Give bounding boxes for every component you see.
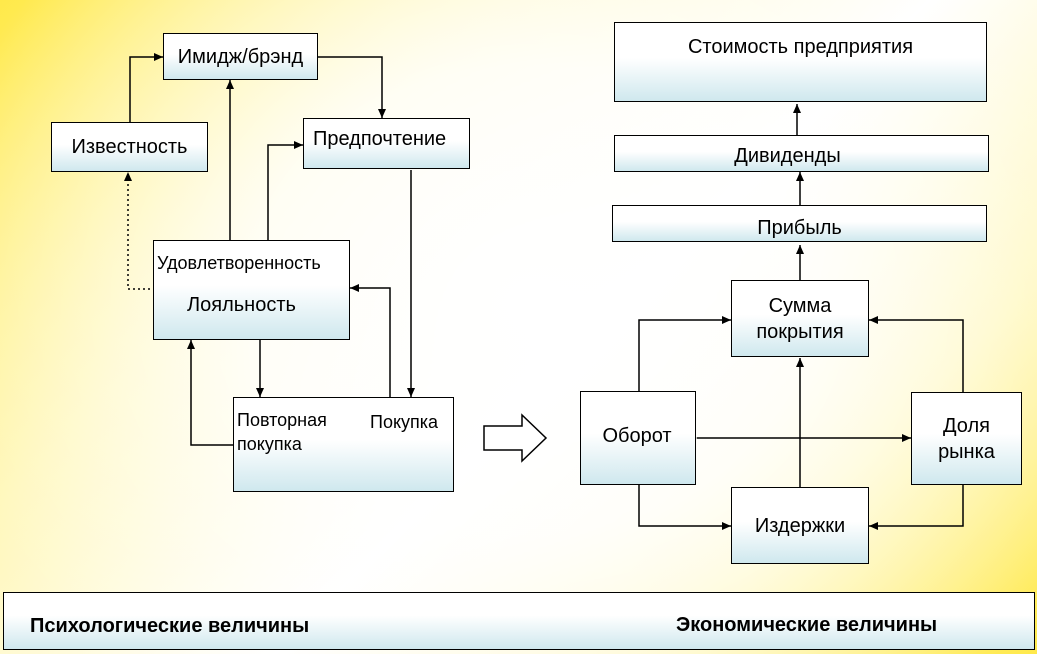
node-market-share-label: Доля рынка — [938, 414, 995, 463]
node-dividends: Дивиденды — [614, 135, 989, 172]
node-turnover: Оборот — [580, 391, 696, 485]
arrow-share-to-margin — [869, 316, 964, 392]
node-enterprise-value-label: Стоимость предприятия — [687, 36, 914, 58]
arrow-image-to-preference — [318, 56, 386, 118]
block-arrow-icon — [483, 413, 548, 463]
node-satisfaction-label: Удовлетворенность — [157, 253, 321, 273]
node-awareness: Известность — [51, 122, 208, 172]
node-preference-label: Предпочтение — [313, 128, 447, 150]
node-repeat-purchase-label: Повторная покупка — [237, 410, 327, 455]
node-contribution-margin: Сумма покрытия — [731, 280, 869, 357]
arrow-awareness-to-image — [129, 53, 163, 122]
footer-left-label: Психологические величины — [30, 615, 310, 637]
node-purchase: Повторная покупка Покупка — [233, 397, 454, 492]
arrow-purchase-to-loyalty — [350, 284, 391, 397]
node-costs-label: Издержки — [754, 514, 846, 537]
node-costs: Издержки — [731, 487, 869, 564]
arrow-satisfaction-to-preference — [267, 141, 303, 240]
node-image-brand: Имидж/брэнд — [163, 33, 318, 80]
arrow-dotted-satisfaction-to-awareness — [124, 172, 155, 290]
arrow-turnover-to-margin — [638, 316, 731, 391]
node-satisfaction-loyalty: Удовлетворенность Лояльность — [153, 240, 350, 340]
node-awareness-label: Известность — [71, 136, 188, 158]
node-profit-label: Прибыль — [757, 216, 842, 239]
node-market-share: Доля рынка — [911, 392, 1022, 485]
node-enterprise-value: Стоимость предприятия — [614, 22, 987, 102]
node-contribution-margin-label: Сумма покрытия — [756, 294, 844, 343]
arrow-share-to-costs — [869, 485, 964, 530]
footer-legend-bar: Психологические величины Экономические в… — [3, 592, 1035, 650]
node-purchase-label: Покупка — [370, 412, 439, 432]
arrow-repeat-purchase-to-loyalty — [187, 340, 233, 446]
node-preference: Предпочтение — [303, 118, 470, 169]
node-dividends-label: Дивиденды — [734, 144, 841, 167]
node-loyalty-label: Лояльность — [187, 294, 296, 316]
node-profit: Прибыль — [612, 205, 987, 242]
arrow-turnover-to-costs — [638, 485, 731, 530]
node-image-brand-label: Имидж/брэнд — [177, 45, 304, 68]
footer-right-label: Экономические величины — [676, 614, 938, 636]
node-turnover-label: Оборот — [602, 425, 672, 447]
